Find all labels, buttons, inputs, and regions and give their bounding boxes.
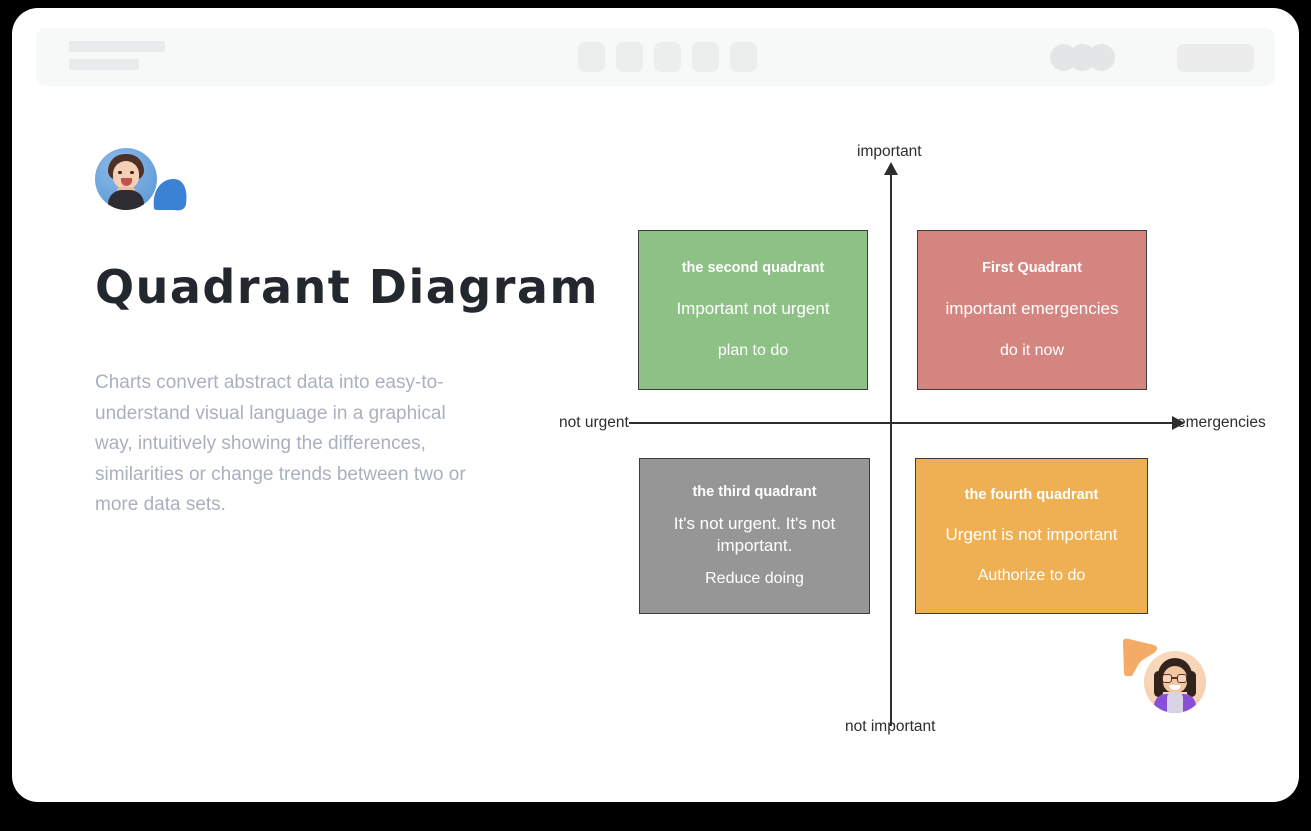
avatar (95, 148, 157, 210)
axis-label-emergencies: emergencies (1177, 414, 1266, 431)
avatar-eye-right (130, 171, 134, 174)
avatar (1144, 651, 1206, 713)
toolbar-tool-3[interactable] (654, 42, 681, 72)
collaborator-cursor-orange (1120, 636, 1220, 716)
app-toolbar (36, 28, 1275, 86)
toolbar-tool-2[interactable] (616, 42, 643, 72)
avatar[interactable] (1088, 44, 1115, 71)
quadrant-action: Reduce doing (705, 570, 804, 588)
avatar-mouth (1169, 685, 1181, 690)
quadrant-description: important emergencies (945, 299, 1119, 318)
toolbar-tool-1[interactable] (578, 42, 605, 72)
axis-label-important: important (857, 143, 922, 160)
page-title: Quadrant Diagram (95, 260, 599, 314)
page-description: Charts convert abstract data into easy-t… (95, 372, 466, 515)
quadrant-action: Authorize to do (977, 566, 1086, 584)
app-window: Quadrant Diagram Charts convert abstract… (12, 8, 1299, 802)
brand-line-primary (69, 41, 165, 52)
quadrant-box-first[interactable]: First Quadrant important emergencies do … (917, 230, 1147, 390)
toolbar-tool-group (578, 42, 757, 72)
quadrant-diagram: important not important not urgent emerg… (532, 126, 1272, 746)
axis-label-not-urgent: not urgent (559, 414, 629, 431)
toolbar-tool-5[interactable] (730, 42, 757, 72)
avatar-eye-left (118, 171, 122, 174)
brand-line-secondary (69, 59, 139, 70)
quadrant-box-third[interactable]: the third quadrant It's not urgent. It's… (639, 458, 870, 614)
quadrant-action: plan to do (717, 342, 789, 359)
avatar-hair-left (1154, 671, 1163, 697)
vertical-axis-arrow-icon (884, 162, 898, 175)
left-panel: Quadrant Diagram Charts convert abstract… (95, 148, 599, 521)
horizontal-axis (629, 422, 1174, 424)
quadrant-description: Urgent is not important (945, 524, 1118, 544)
collaborator-avatar-stack[interactable] (1050, 44, 1136, 71)
quadrant-heading: the fourth quadrant (964, 487, 1099, 504)
share-button[interactable] (1177, 44, 1254, 72)
cursor-pointer-icon (1120, 636, 1162, 681)
quadrant-description: Important not urgent (676, 299, 830, 318)
glasses-bridge (1172, 677, 1177, 679)
quadrant-heading: the second quadrant (681, 260, 825, 276)
avatar-glasses-icon (1162, 674, 1188, 683)
axis-label-not-important: not important (845, 718, 936, 735)
quadrant-action: do it now (999, 342, 1065, 359)
toolbar-brand-placeholder (69, 41, 165, 70)
avatar-shirt (1167, 692, 1183, 713)
quadrant-description: It's not urgent. It's not important. (673, 513, 836, 555)
collaborator-cursor-blue (95, 148, 205, 218)
avatar-body (108, 190, 144, 210)
quadrant-box-fourth[interactable]: the fourth quadrant Urgent is not import… (915, 458, 1148, 614)
vertical-axis (890, 171, 892, 726)
glasses-lens-right (1177, 674, 1187, 683)
avatar-mouth (121, 178, 132, 186)
avatar-hair-right (1187, 671, 1196, 697)
quadrant-heading: the third quadrant (692, 483, 817, 500)
quadrant-heading: First Quadrant (982, 260, 1082, 276)
quadrant-box-second[interactable]: the second quadrant Important not urgent… (638, 230, 868, 390)
horizontal-axis-arrow-icon (1172, 416, 1185, 430)
toolbar-tool-4[interactable] (692, 42, 719, 72)
glasses-lens-left (1162, 674, 1172, 683)
